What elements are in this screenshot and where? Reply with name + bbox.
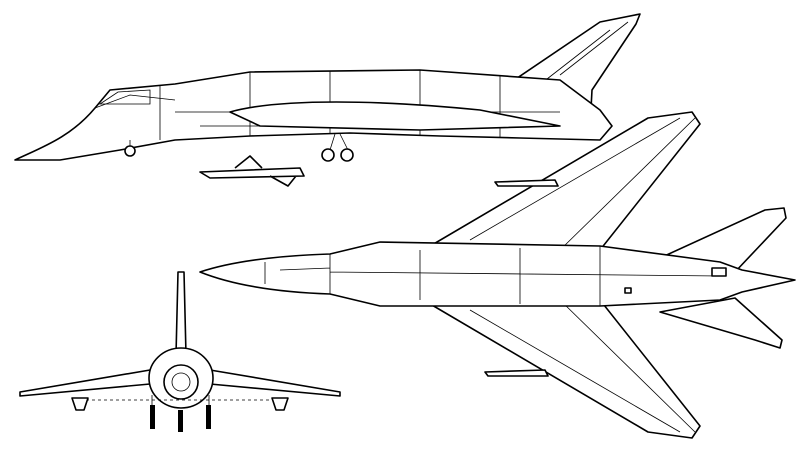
top-view (199, 111, 796, 439)
nose-gear (124, 140, 136, 157)
side-wing (229, 101, 561, 131)
front-pylons (71, 397, 289, 411)
top-missile-lower (484, 369, 549, 377)
top-htail-lower (659, 297, 783, 349)
front-view (19, 271, 341, 432)
main-gear (321, 133, 354, 162)
top-missile-upper (494, 179, 559, 187)
front-vertical-fin (175, 271, 187, 356)
side-canopy (98, 89, 151, 105)
side-view (14, 13, 641, 187)
side-missile (199, 155, 305, 187)
top-wing-lower (419, 297, 701, 439)
front-landing-gear (150, 395, 211, 432)
